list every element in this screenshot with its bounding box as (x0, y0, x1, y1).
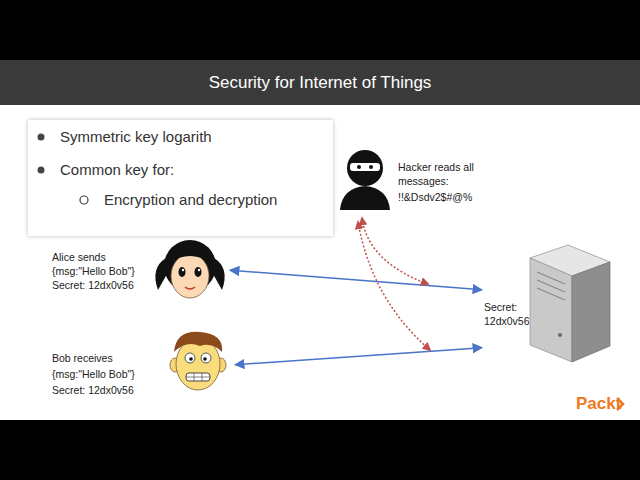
node-text: Secret: 12dx0v56 (52, 383, 134, 397)
message-link (230, 270, 482, 290)
node-text: Hacker reads all messages: (398, 160, 486, 188)
node-text: Secret: 12dx0v56 (484, 300, 534, 328)
node-text: {msg:"Hello Bob"} (52, 367, 135, 381)
logo-text: Packt (576, 394, 621, 414)
node-text: !!&Dsdv2$#@% (398, 190, 472, 204)
hacker-icon (340, 150, 390, 210)
alice-face (155, 240, 224, 298)
bob-face (170, 332, 226, 390)
node-text: Encryption and decryption (104, 191, 277, 209)
slide-title: Security for Internet of Things (0, 72, 640, 94)
node-text: Alice sends (52, 250, 106, 264)
node-text: Common key for: (60, 161, 174, 179)
intercept-curve (358, 222, 430, 350)
hacker-box: Hacker reads all messages: !!&Dsdv2$#@% (336, 148, 496, 210)
node-text: Secret: 12dx0v56 (52, 278, 134, 292)
message-link (235, 348, 482, 365)
content-area (0, 105, 640, 420)
bullet-card: Symmetric key logarithCommon key for: Enc… (28, 120, 333, 236)
alice-box: Alice sends{msg:"Hello Bob"}Secret: 12dx… (50, 245, 230, 301)
node-text: {msg:"Hello Bob"} (52, 264, 135, 278)
server-box: Secret: 12dx0v56 (482, 245, 612, 363)
title-bar (0, 60, 640, 105)
node-text: Bob receives (52, 351, 113, 365)
intercept-curve (362, 218, 428, 284)
bob-box: Bob receives {msg:"Hello Bob"} Secret: 12d… (50, 345, 235, 397)
node-text: Symmetric key logarith (60, 128, 212, 146)
server-icon (530, 245, 610, 362)
